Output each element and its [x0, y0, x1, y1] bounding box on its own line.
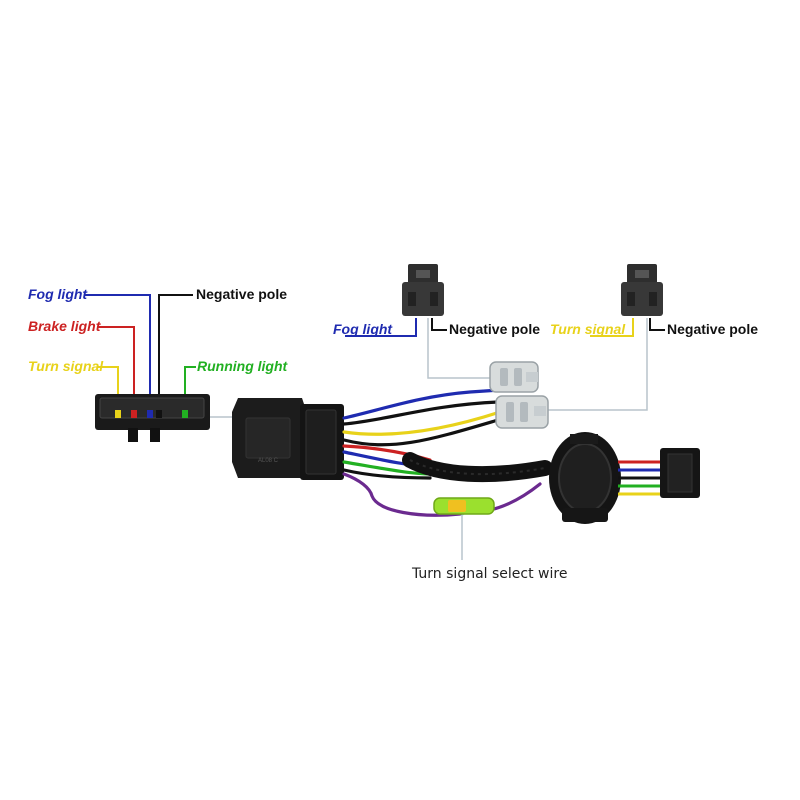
wire-loom-texture — [409, 459, 546, 476]
white-connector-upper — [489, 361, 539, 393]
harness-main-plug: AL08 C — [232, 398, 344, 480]
label-turn-signal: Turn signal — [28, 358, 104, 374]
label-negative-pole-right: Negative pole — [667, 321, 758, 337]
callout-right-connector — [545, 318, 648, 411]
label-turn-signal-select-wire: Turn signal select wire — [411, 566, 567, 582]
socket-wires — [618, 460, 660, 496]
label-turn-signal-right: Turn signal — [550, 321, 626, 337]
bulb-socket — [549, 432, 621, 524]
pin-line-brake — [97, 326, 135, 418]
callout-mid-connector — [427, 318, 496, 379]
white-connector-lower — [495, 395, 549, 429]
top-mid-connector — [402, 264, 444, 316]
pin-line-fog — [85, 294, 151, 418]
svg-text:AL08 C: AL08 C — [258, 458, 279, 464]
label-running-light: Running light — [197, 358, 289, 374]
right-turn-line — [590, 318, 634, 337]
label-negative-pole-mid: Negative pole — [449, 321, 540, 337]
mid-fog-line — [345, 318, 417, 337]
output-plug — [660, 448, 700, 498]
left-connector — [95, 394, 210, 442]
right-negative-line — [649, 318, 665, 331]
top-right-connector — [621, 264, 663, 316]
pin-line-negative — [158, 294, 193, 418]
label-brake-light: Brake light — [28, 318, 102, 334]
mid-negative-line — [431, 318, 447, 331]
label-fog-light-mid: Fog light — [333, 321, 393, 337]
label-negative-pole: Negative pole — [196, 286, 287, 302]
label-fog-light: Fog light — [28, 286, 88, 302]
splice-connector-icon — [433, 497, 495, 515]
